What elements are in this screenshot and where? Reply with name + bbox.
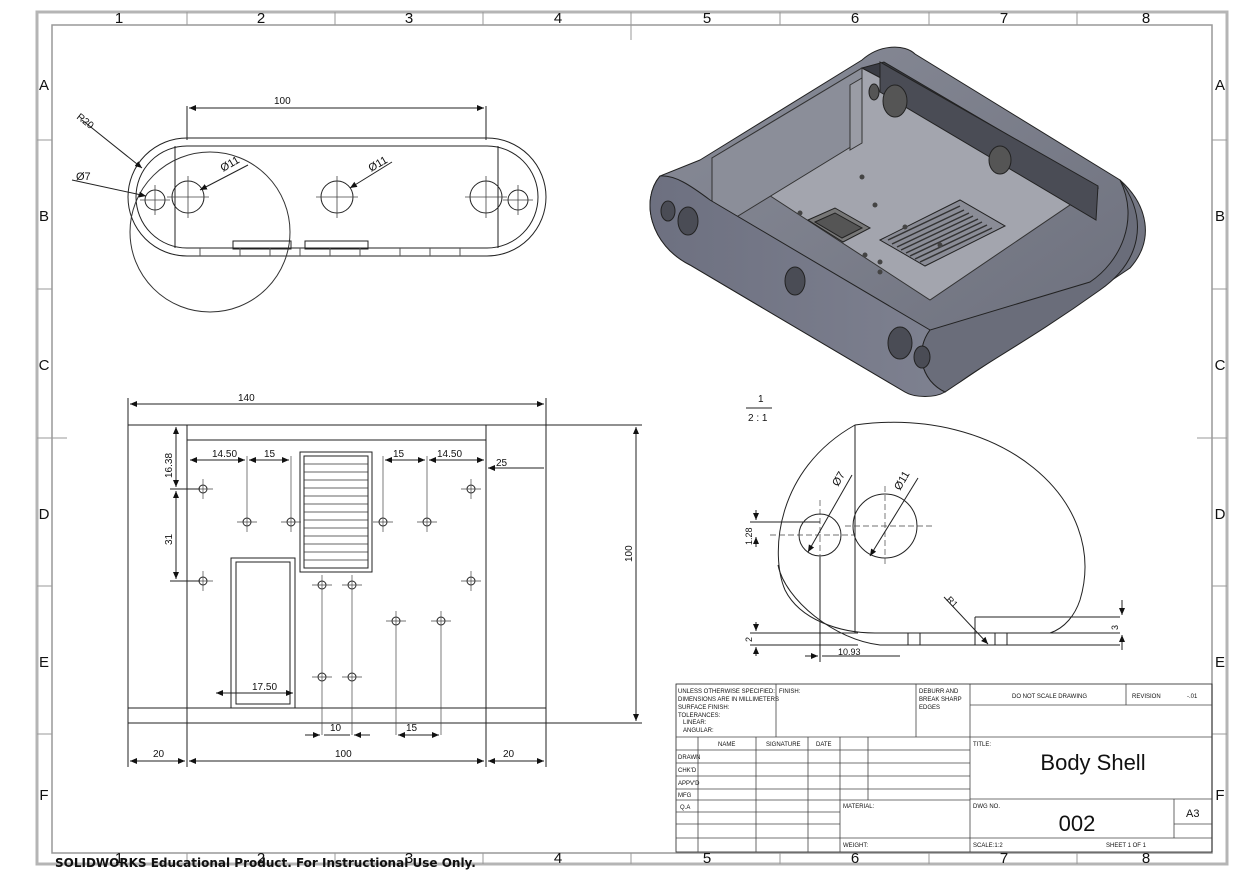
zone-ticks: [37, 12, 1227, 864]
isometric-view[interactable]: [649, 46, 1146, 397]
zone-col-5: 5: [703, 10, 711, 27]
dim-left-edge: 14.50: [212, 449, 237, 460]
zone-col-6-bottom: 6: [851, 850, 859, 867]
zone-col-5-bottom: 5: [703, 850, 711, 867]
top-view-labels: 100 R20 Ø7 Ø11 Ø11: [74, 96, 390, 183]
dim-pair-b: 15: [406, 723, 418, 734]
note-line-2: DIMENSIONS ARE IN MILLIMETERS: [678, 697, 779, 703]
row-drawn: DRAWN: [678, 755, 700, 761]
title-label: TITLE:: [973, 742, 991, 748]
top-length-dim: 100: [274, 96, 291, 107]
revision-value: -.01: [1187, 694, 1198, 700]
drawing-title: Body Shell: [1040, 750, 1145, 775]
dim-right-edge: 14.50: [437, 449, 462, 460]
zone-col-7-bottom: 7: [1000, 850, 1008, 867]
col-signature: SIGNATURE: [766, 742, 801, 748]
zone-row-d: D: [39, 506, 50, 523]
zone-row-c-right: C: [1215, 357, 1226, 374]
dwg-no-label: DWG NO.: [973, 804, 1000, 810]
zone-row-a: A: [39, 77, 49, 94]
material-label: MATERIAL:: [843, 804, 875, 810]
row-approved: APPV'D: [678, 781, 700, 787]
note-line-3: SURFACE FINISH:: [678, 705, 730, 711]
do-not-scale-label: DO NOT SCALE DRAWING: [1012, 694, 1087, 700]
detail-scale-den: 2 : 1: [748, 413, 768, 424]
dim-top-offset: 16.38: [164, 453, 175, 478]
dim-right-margin: 20: [503, 749, 515, 760]
zone-row-e-right: E: [1215, 654, 1225, 671]
zone-col-2-bottom: 2: [257, 850, 265, 867]
dim-hole-span: 31: [164, 533, 175, 545]
educational-watermark: SOLIDWORKS Educational Product. For Inst…: [55, 856, 476, 870]
deburr-line-3: EDGES: [919, 705, 940, 711]
col-date: DATE: [816, 742, 832, 748]
zone-row-c: C: [39, 357, 50, 374]
row-mfg: MFG: [678, 793, 692, 799]
dim-slot-width: 17.50: [252, 682, 277, 693]
zone-col-4-bottom: 4: [554, 850, 562, 867]
title-block-text: UNLESS OTHERWISE SPECIFIED: DIMENSIONS A…: [678, 689, 1198, 849]
sheet-size: A3: [1186, 808, 1199, 820]
dim-left-margin: 20: [153, 749, 165, 760]
detail-offset-dim: 10.93: [838, 647, 861, 657]
zone-col-3: 3: [405, 10, 413, 27]
zone-col-3-bottom: 3: [405, 850, 413, 867]
dim-left-spacing: 15: [264, 449, 276, 460]
zone-col-7: 7: [1000, 10, 1008, 27]
sheet-label: SHEET 1 OF 1: [1106, 843, 1147, 849]
zone-row-f: F: [39, 787, 48, 804]
detail-lip-dim: 3: [1110, 625, 1120, 630]
dim-pair-a: 10: [330, 723, 342, 734]
col-name: NAME: [718, 742, 735, 748]
zone-col-8-bottom: 8: [1142, 850, 1150, 867]
title-block: [675, 683, 1213, 853]
note-line-4: TOLERANCES:: [678, 713, 721, 719]
drawing-number: 002: [1059, 811, 1096, 836]
weight-label: WEIGHT:: [843, 843, 868, 849]
top-small-hole-dim: Ø7: [76, 171, 91, 183]
finish-label: FINISH:: [779, 689, 801, 695]
zone-row-f-right: F: [1215, 787, 1224, 804]
inner-border: [51, 24, 1213, 854]
zone-row-b-right: B: [1215, 208, 1225, 225]
top-hole-b-dim: Ø11: [367, 154, 390, 174]
zone-col-6: 6: [851, 10, 859, 27]
zone-col-1: 1: [115, 10, 123, 27]
detail-radius-dim: R1: [945, 594, 960, 609]
top-view[interactable]: [71, 105, 547, 313]
zone-row-b: B: [39, 208, 49, 225]
dim-right-spacing: 15: [393, 449, 405, 460]
note-line-5: LINEAR:: [683, 720, 707, 726]
bottom-view[interactable]: [127, 398, 642, 767]
dim-height-100: 100: [624, 545, 635, 562]
deburr-line-2: BREAK SHARP: [919, 697, 962, 703]
zone-row-e: E: [39, 654, 49, 671]
dim-center-100: 100: [335, 749, 352, 760]
note-line-1: UNLESS OTHERWISE SPECIFIED:: [678, 689, 775, 695]
detail-small-hole-dim: Ø7: [830, 470, 848, 489]
revision-label: REVISION: [1132, 694, 1161, 700]
detail-scale-num: 1: [758, 394, 764, 405]
detail-view-labels: 1 2 : 1 Ø7 Ø11 1.28 R1 3 2 10.93: [744, 394, 1120, 657]
detail-hole-height-dim: 1.28: [744, 527, 754, 545]
scale-label: SCALE:1:2: [973, 843, 1003, 849]
zone-col-1-bottom: 1: [115, 850, 123, 867]
detail-view[interactable]: [750, 421, 1125, 662]
row-qa: Q.A: [680, 805, 690, 811]
zone-row-d-right: D: [1215, 506, 1226, 523]
zone-col-8: 8: [1142, 10, 1150, 27]
dim-overall-140: 140: [238, 393, 255, 404]
deburr-line-1: DEBURR AND: [919, 689, 959, 695]
row-checked: CHK'D: [678, 768, 697, 774]
detail-base-dim: 2: [744, 637, 754, 642]
zone-col-2: 2: [257, 10, 265, 27]
dim-right-offset: 25: [496, 458, 508, 469]
detail-large-hole-dim: Ø11: [892, 469, 912, 492]
zone-col-4: 4: [554, 10, 562, 27]
zone-row-a-right: A: [1215, 77, 1225, 94]
bottom-view-labels: 140 14.50 15 15 14.50 25 16.38 31 100 17…: [153, 393, 635, 760]
note-line-6: ANGULAR:: [683, 728, 714, 734]
